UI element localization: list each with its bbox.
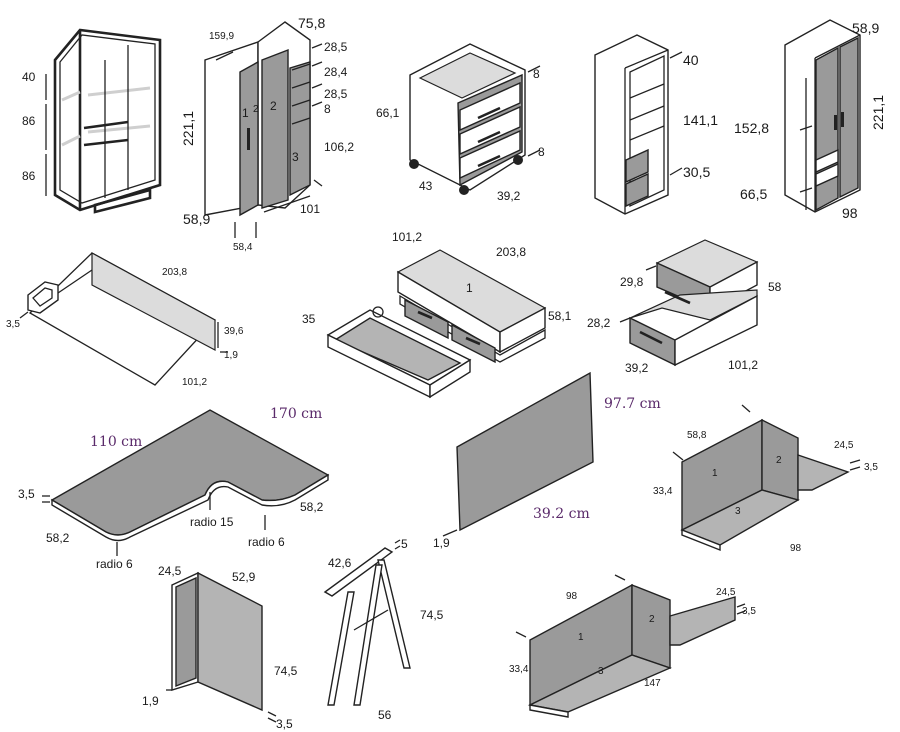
open-wardrobe-height-top: 40: [22, 70, 36, 84]
step-drawers-lower: 28,2: [587, 316, 611, 330]
small-shelf-label-2: 2: [776, 455, 782, 466]
bed-frame-drawing: [19, 251, 228, 386]
flat-board-drawing: [442, 371, 594, 537]
corner-wardrobe-shelf-4: 8: [324, 102, 331, 116]
bed-length: 203,8: [162, 267, 187, 278]
drawer-unit-width: 39,2: [497, 189, 521, 203]
small-shelf-label-3: 3: [735, 506, 741, 517]
closed-wardrobe-width: 98: [842, 205, 858, 221]
small-shelf-length: 98: [790, 543, 802, 554]
trundle-label-1: 1: [466, 281, 473, 295]
trundle-drawer: 35: [302, 312, 316, 326]
trundle-height: 58,1: [548, 309, 572, 323]
step-drawers-drawing: [619, 239, 759, 367]
step-drawers-length: 101,2: [728, 358, 758, 372]
l-desk-radius-left: radio 6: [96, 557, 133, 571]
corner-wardrobe-label-3: 3: [292, 150, 299, 164]
small-shelf-label-1: 1: [712, 468, 718, 479]
board-height: 97.7 cm: [604, 396, 661, 412]
drawer-unit-drawing: [409, 43, 541, 195]
l-desk-short: 110 cm: [90, 434, 142, 450]
large-shelf-side: 24,5: [716, 587, 736, 598]
trestle-height: 74,5: [420, 608, 444, 622]
l-panel-base: 3,5: [276, 717, 293, 731]
large-shelf-width: 98: [566, 591, 578, 602]
l-panel-depth: 24,5: [158, 564, 182, 578]
large-shelf-drawing: [515, 574, 746, 718]
drawer-unit-low: 8: [538, 145, 545, 159]
open-wardrobe-height-mid: 86: [22, 114, 36, 128]
l-desk-left-depth: 58,2: [46, 531, 70, 545]
trestle-leg-drawing: [323, 539, 411, 706]
large-shelf-label-3: 3: [598, 666, 604, 677]
bookcase-top: 40: [683, 52, 699, 68]
small-shelf-width: 58,8: [687, 430, 707, 441]
trundle-length: 203,8: [496, 245, 526, 259]
corner-wardrobe-lower: 106,2: [324, 140, 354, 154]
l-panel-thick: 1,9: [142, 694, 159, 708]
corner-wardrobe-depth: 58,9: [183, 211, 210, 227]
drawer-unit-side: 66,1: [376, 106, 400, 120]
l-desk-thick: 3,5: [18, 487, 35, 501]
corner-wardrobe-bottom: 101: [300, 202, 320, 216]
corner-wardrobe-label-1: 1: [242, 106, 249, 120]
drawer-unit-depth: 43: [419, 179, 433, 193]
l-panel-drawing: [166, 571, 277, 723]
trestle-top: 42,6: [328, 556, 352, 570]
large-shelf-label-2: 2: [649, 614, 655, 625]
l-desk-radius-inner: radio 15: [190, 515, 234, 529]
large-shelf-thick: 3,5: [742, 606, 756, 617]
bookcase-base: 30,5: [683, 164, 710, 180]
l-desk-drawing: [42, 409, 330, 556]
trundle-bed-drawing: [326, 249, 547, 399]
bed-thick: 3,5: [6, 319, 20, 330]
small-shelf-thick: 3,5: [864, 462, 878, 473]
large-shelf-height: 33,4: [509, 664, 529, 675]
corner-wardrobe-label-2b: 2: [270, 99, 277, 113]
corner-wardrobe-height: 221,1: [180, 111, 196, 146]
drawer-unit-top: 8: [533, 67, 540, 81]
closed-wardrobe-inner: 152,8: [734, 120, 769, 136]
bed-width: 101,2: [182, 377, 207, 388]
small-shelf-side: 24,5: [834, 440, 854, 451]
small-shelf-drawing: [672, 404, 861, 552]
l-panel-height: 74,5: [274, 664, 298, 678]
l-panel-width: 52,9: [232, 570, 256, 584]
step-drawers-height: 58: [768, 280, 782, 294]
trundle-width: 101,2: [392, 230, 422, 244]
corner-wardrobe-drawing: [204, 21, 323, 238]
bookcase-height: 141,1: [683, 112, 718, 128]
corner-wardrobe-shelf-1: 28,5: [324, 40, 348, 54]
open-wardrobe-drawing: [45, 28, 162, 214]
closed-wardrobe-depth: 58,9: [852, 20, 879, 36]
open-wardrobe-height-low: 86: [22, 169, 36, 183]
l-desk-long: 170 cm: [270, 406, 322, 422]
corner-wardrobe-label-2a: 2: [253, 104, 259, 115]
corner-wardrobe-corner: 58,4: [233, 242, 253, 253]
corner-wardrobe-shelf-3: 28,5: [324, 87, 348, 101]
large-shelf-length: 147: [644, 678, 661, 689]
trestle-thick: 5: [401, 537, 408, 551]
step-drawers-depth: 39,2: [625, 361, 649, 375]
board-width: 39.2 cm: [533, 506, 590, 522]
l-desk-right-depth: 58,2: [300, 500, 324, 514]
board-thick: 1,9: [433, 536, 450, 550]
bookcase-drawing: [594, 34, 683, 215]
bed-base: 1,9: [224, 350, 238, 361]
corner-wardrobe-width: 159,9: [209, 31, 234, 42]
bed-side: 39,6: [224, 326, 244, 337]
corner-wardrobe-depth-top: 75,8: [298, 15, 325, 31]
closed-wardrobe-height: 221,1: [870, 95, 886, 130]
large-shelf-label-1: 1: [578, 632, 584, 643]
corner-wardrobe-shelf-2: 28,4: [324, 65, 348, 79]
trestle-width: 56: [378, 708, 392, 722]
closed-wardrobe-base: 66,5: [740, 186, 767, 202]
small-shelf-height: 33,4: [653, 486, 673, 497]
l-desk-radius-right: radio 6: [248, 535, 285, 549]
step-drawers-top: 29,8: [620, 275, 644, 289]
closed-wardrobe-drawing: [784, 19, 861, 213]
